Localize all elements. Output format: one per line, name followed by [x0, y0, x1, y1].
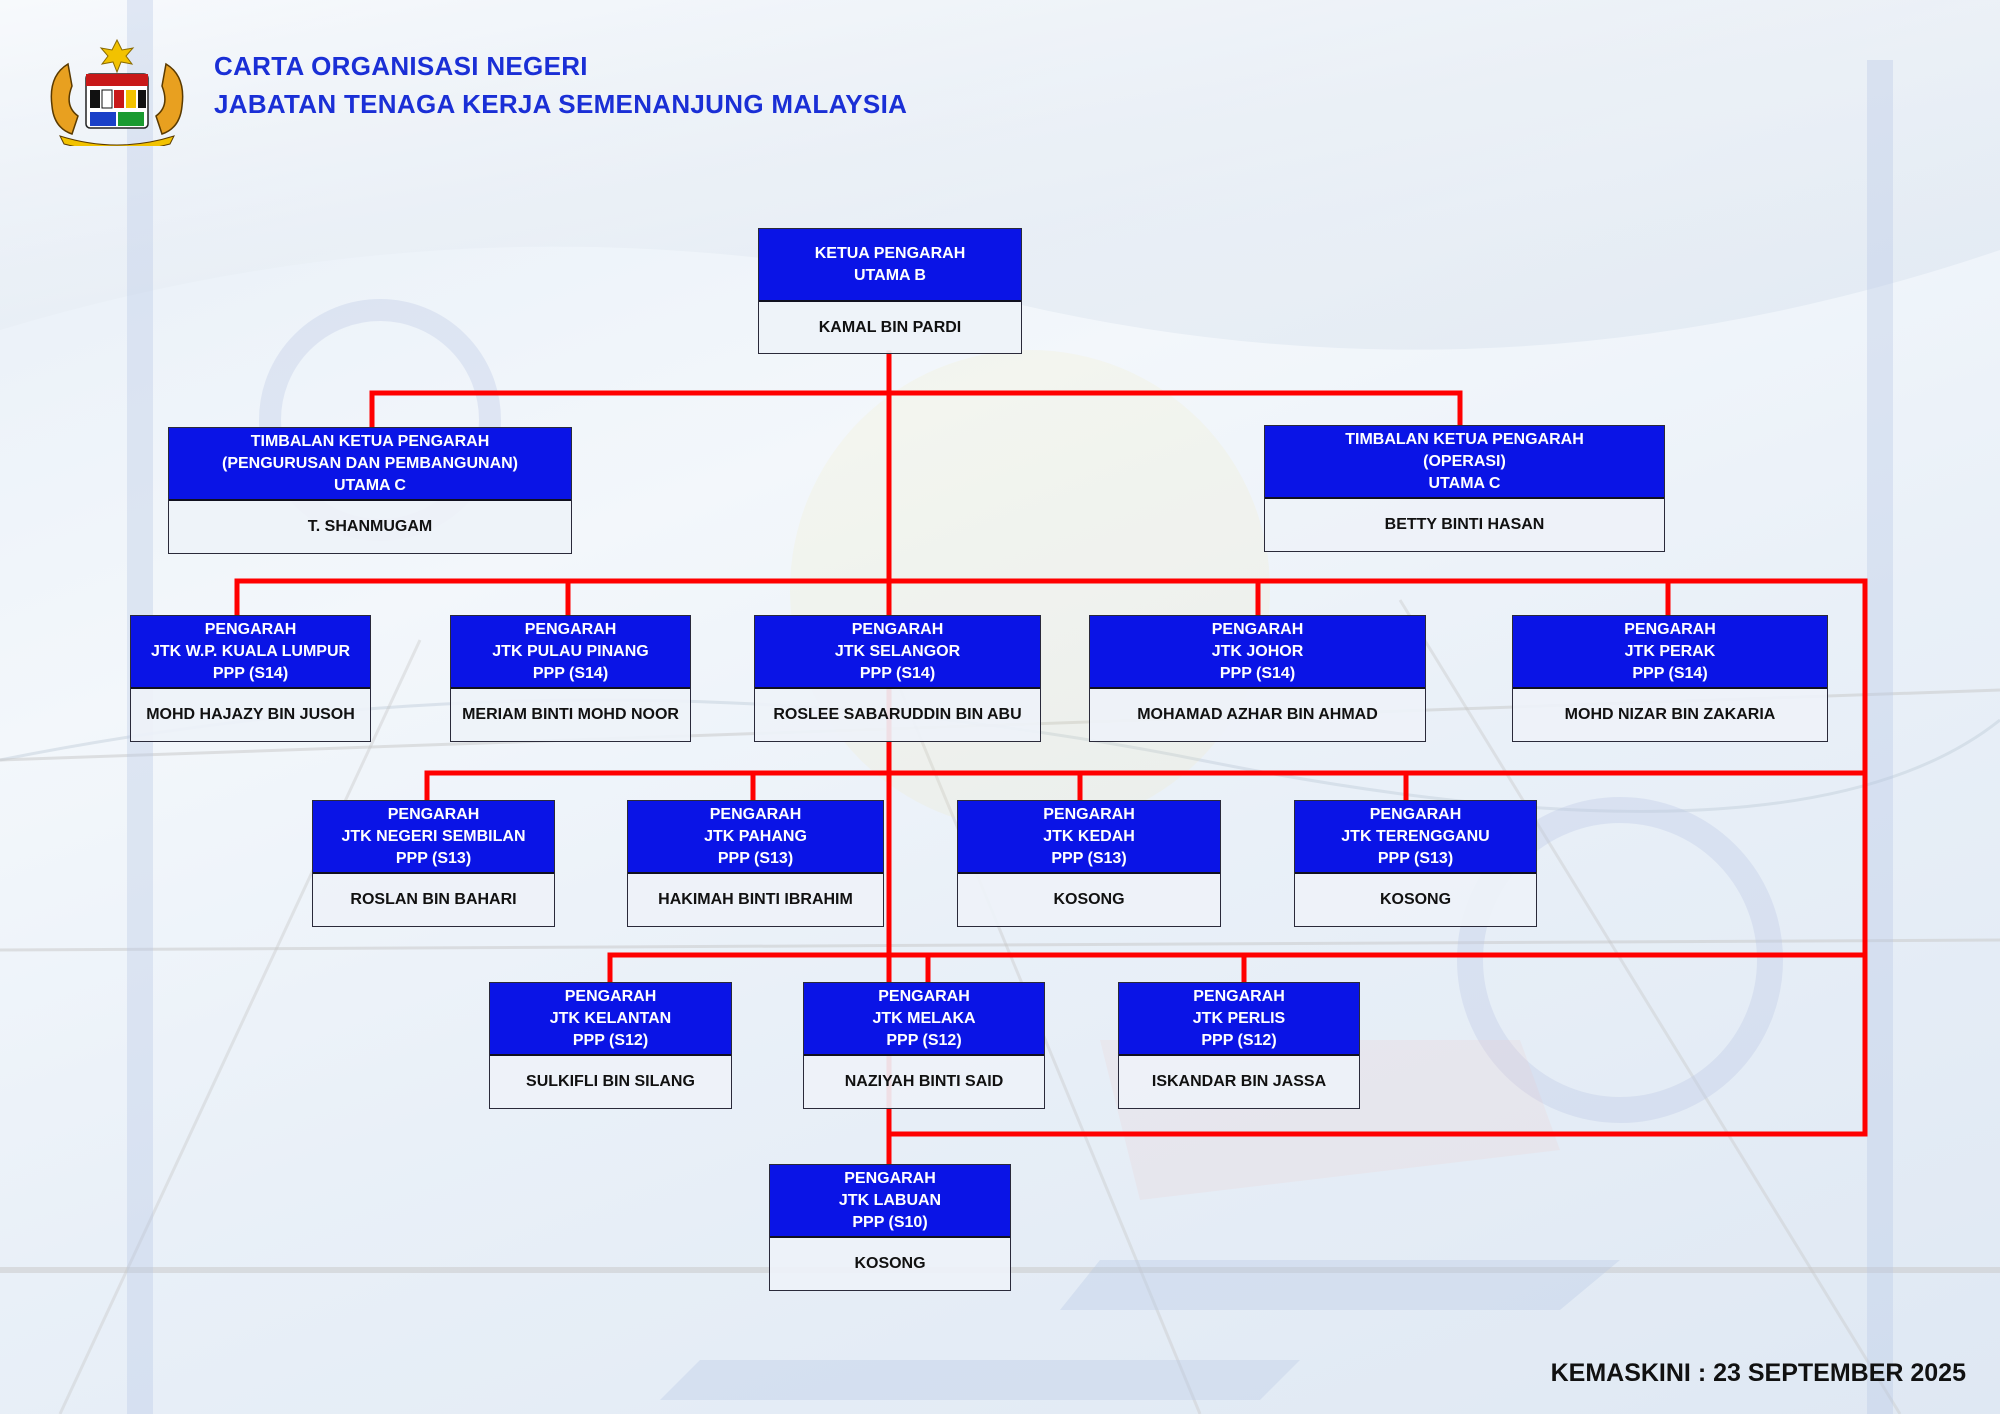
node-ketua-pengarah: KETUA PENGARAH UTAMA B KAMAL BIN PARDI [758, 228, 1022, 354]
node-holder-name: MERIAM BINTI MOHD NOOR [451, 689, 690, 741]
node-jtk-perlis: PENGARAH JTK PERLIS PPP (S12) ISKANDAR B… [1118, 982, 1360, 1109]
chart-title-line2: JABATAN TENAGA KERJA SEMENANJUNG MALAYSI… [214, 89, 908, 119]
node-jtk-negeri-sembilan: PENGARAH JTK NEGERI SEMBILAN PPP (S13) R… [312, 800, 555, 927]
node-holder-name: T. SHANMUGAM [169, 501, 571, 553]
node-holder-name: BETTY BINTI HASAN [1265, 499, 1664, 551]
node-jtk-selangor: PENGARAH JTK SELANGOR PPP (S14) ROSLEE S… [754, 615, 1041, 742]
node-holder-name: KOSONG [958, 874, 1220, 926]
node-jtk-kelantan: PENGARAH JTK KELANTAN PPP (S12) SULKIFLI… [489, 982, 732, 1109]
updated-date: KEMASKINI : 23 SEPTEMBER 2025 [1550, 1359, 1966, 1387]
node-title: PENGARAH JTK PULAU PINANG PPP (S14) [451, 616, 690, 689]
node-holder-name: KOSONG [770, 1238, 1010, 1290]
node-title: PENGARAH JTK PERAK PPP (S14) [1513, 616, 1827, 689]
node-holder-name: ROSLAN BIN BAHARI [313, 874, 554, 926]
node-holder-name: KAMAL BIN PARDI [759, 302, 1021, 353]
node-holder-name: MOHD HAJAZY BIN JUSOH [131, 689, 370, 741]
node-title: PENGARAH JTK PERLIS PPP (S12) [1119, 983, 1359, 1056]
node-holder-name: MOHAMAD AZHAR BIN AHMAD [1090, 689, 1425, 741]
node-jtk-kuala-lumpur: PENGARAH JTK W.P. KUALA LUMPUR PPP (S14)… [130, 615, 371, 742]
node-jtk-terengganu: PENGARAH JTK TERENGGANU PPP (S13) KOSONG [1294, 800, 1537, 927]
node-title: PENGARAH JTK KELANTAN PPP (S12) [490, 983, 731, 1056]
jata-negara-crest-icon [50, 38, 184, 146]
node-jtk-melaka: PENGARAH JTK MELAKA PPP (S12) NAZIYAH BI… [803, 982, 1045, 1109]
node-title: PENGARAH JTK TERENGGANU PPP (S13) [1295, 801, 1536, 874]
node-jtk-perak: PENGARAH JTK PERAK PPP (S14) MOHD NIZAR … [1512, 615, 1828, 742]
node-title: PENGARAH JTK LABUAN PPP (S10) [770, 1165, 1010, 1238]
node-holder-name: MOHD NIZAR BIN ZAKARIA [1513, 689, 1827, 741]
chart-title-line1: CARTA ORGANISASI NEGERI [214, 51, 588, 81]
node-jtk-johor: PENGARAH JTK JOHOR PPP (S14) MOHAMAD AZH… [1089, 615, 1426, 742]
node-timbalan-operasi: TIMBALAN KETUA PENGARAH (OPERASI) UTAMA … [1264, 425, 1665, 552]
node-holder-name: KOSONG [1295, 874, 1536, 926]
node-jtk-pahang: PENGARAH JTK PAHANG PPP (S13) HAKIMAH BI… [627, 800, 884, 927]
node-holder-name: NAZIYAH BINTI SAID [804, 1056, 1044, 1108]
node-timbalan-pengurusan: TIMBALAN KETUA PENGARAH (PENGURUSAN DAN … [168, 427, 572, 554]
node-title: PENGARAH JTK MELAKA PPP (S12) [804, 983, 1044, 1056]
node-title: PENGARAH JTK W.P. KUALA LUMPUR PPP (S14) [131, 616, 370, 689]
node-title: PENGARAH JTK SELANGOR PPP (S14) [755, 616, 1040, 689]
node-title: PENGARAH JTK PAHANG PPP (S13) [628, 801, 883, 874]
node-holder-name: ISKANDAR BIN JASSA [1119, 1056, 1359, 1108]
node-jtk-kedah: PENGARAH JTK KEDAH PPP (S13) KOSONG [957, 800, 1221, 927]
node-title: KETUA PENGARAH UTAMA B [759, 229, 1021, 302]
node-title: TIMBALAN KETUA PENGARAH (PENGURUSAN DAN … [169, 428, 571, 501]
node-title: TIMBALAN KETUA PENGARAH (OPERASI) UTAMA … [1265, 426, 1664, 499]
node-title: PENGARAH JTK KEDAH PPP (S13) [958, 801, 1220, 874]
node-title: PENGARAH JTK NEGERI SEMBILAN PPP (S13) [313, 801, 554, 874]
node-title: PENGARAH JTK JOHOR PPP (S14) [1090, 616, 1425, 689]
node-holder-name: ROSLEE SABARUDDIN BIN ABU [755, 689, 1040, 741]
node-jtk-pulau-pinang: PENGARAH JTK PULAU PINANG PPP (S14) MERI… [450, 615, 691, 742]
node-jtk-labuan: PENGARAH JTK LABUAN PPP (S10) KOSONG [769, 1164, 1011, 1291]
node-holder-name: SULKIFLI BIN SILANG [490, 1056, 731, 1108]
node-holder-name: HAKIMAH BINTI IBRAHIM [628, 874, 883, 926]
